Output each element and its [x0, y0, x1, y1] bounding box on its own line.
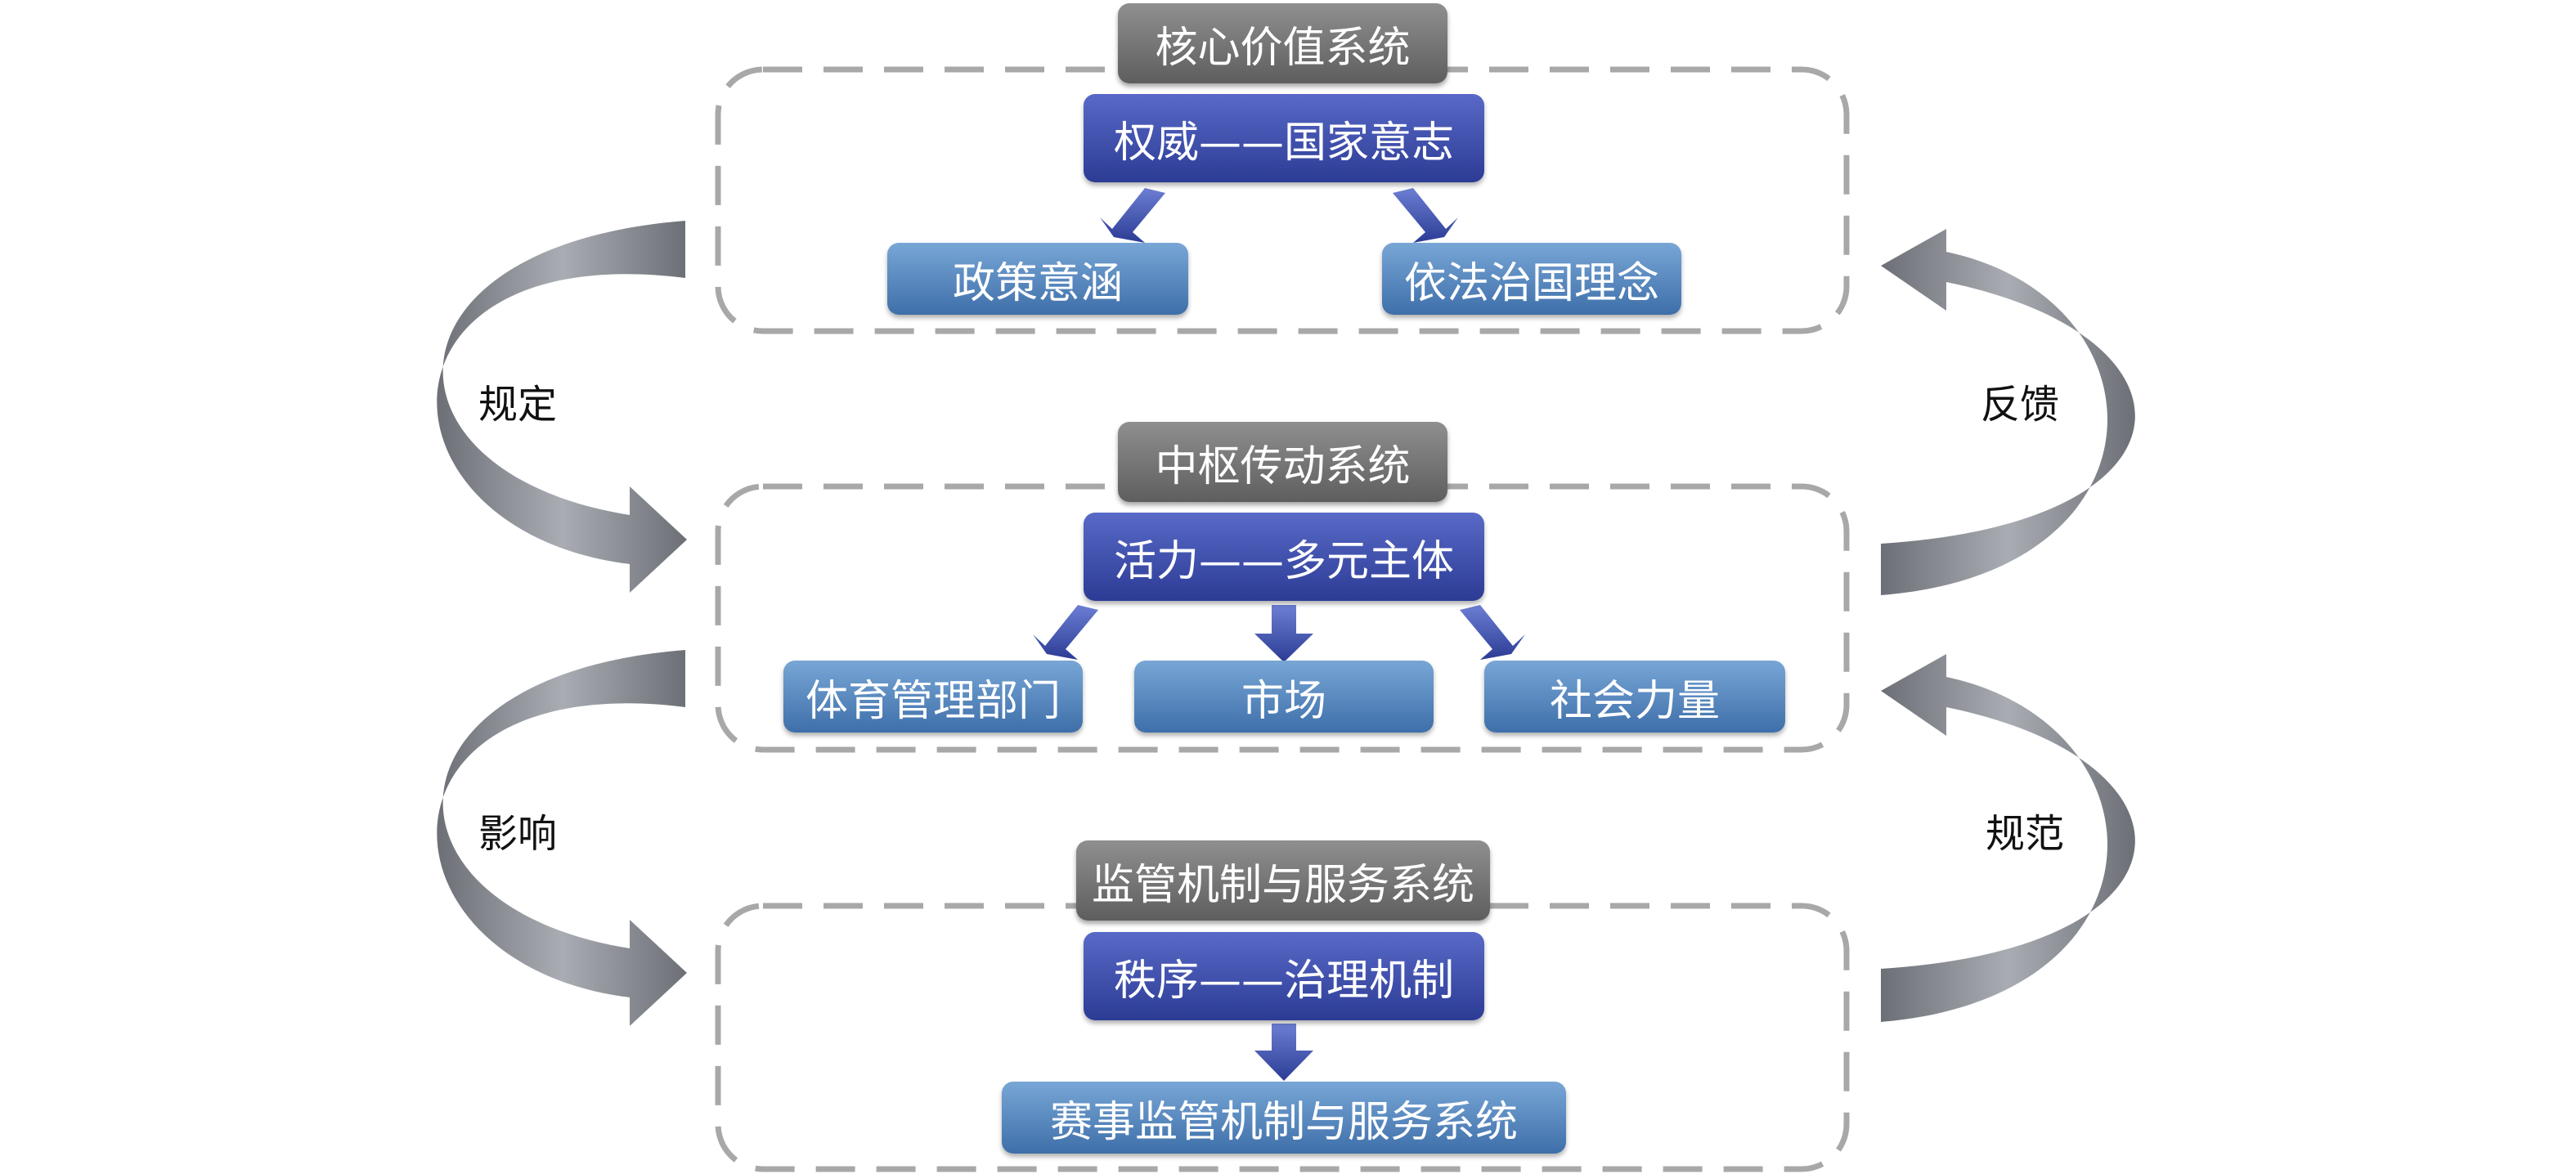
regulate-label: 规范 — [1986, 811, 2065, 857]
rule-of-law-box: 依法治国理念 — [1382, 243, 1681, 315]
influence-label: 影响 — [478, 811, 558, 857]
event-supervision-box: 赛事监管机制与服务系统 — [1002, 1082, 1566, 1154]
core-system-title: 核心价值系统 — [1118, 3, 1447, 83]
feedback-curved-arrow — [1881, 229, 2135, 595]
supervision-system-title: 监管机制与服务系统 — [1076, 840, 1490, 921]
social-forces-box: 社会力量 — [1484, 661, 1785, 733]
regulate-curved-arrow — [1881, 654, 2135, 1022]
supervision-main-box: 秩序——治理机制 — [1084, 932, 1484, 1020]
blue-arrow-down-left — [1100, 188, 1165, 243]
hub-system-title: 中枢传动系统 — [1118, 422, 1447, 502]
define-curved-arrow — [437, 221, 687, 593]
blue-arrow-down-right — [1393, 188, 1458, 243]
blue-arrow-down — [1254, 1024, 1313, 1081]
market-box: 市场 — [1134, 661, 1434, 733]
blue-arrow-down-left — [1033, 605, 1098, 660]
core-main-box: 权威——国家意志 — [1084, 94, 1484, 182]
feedback-label: 反馈 — [1981, 382, 2060, 428]
define-label: 规定 — [478, 382, 558, 428]
policy-meaning-box: 政策意涵 — [887, 243, 1188, 315]
blue-arrow-down — [1254, 605, 1313, 662]
influence-curved-arrow — [437, 650, 687, 1026]
hub-main-box: 活力——多元主体 — [1084, 513, 1484, 601]
sports-admin-box: 体育管理部门 — [783, 661, 1083, 733]
blue-arrow-down-right — [1460, 605, 1525, 660]
